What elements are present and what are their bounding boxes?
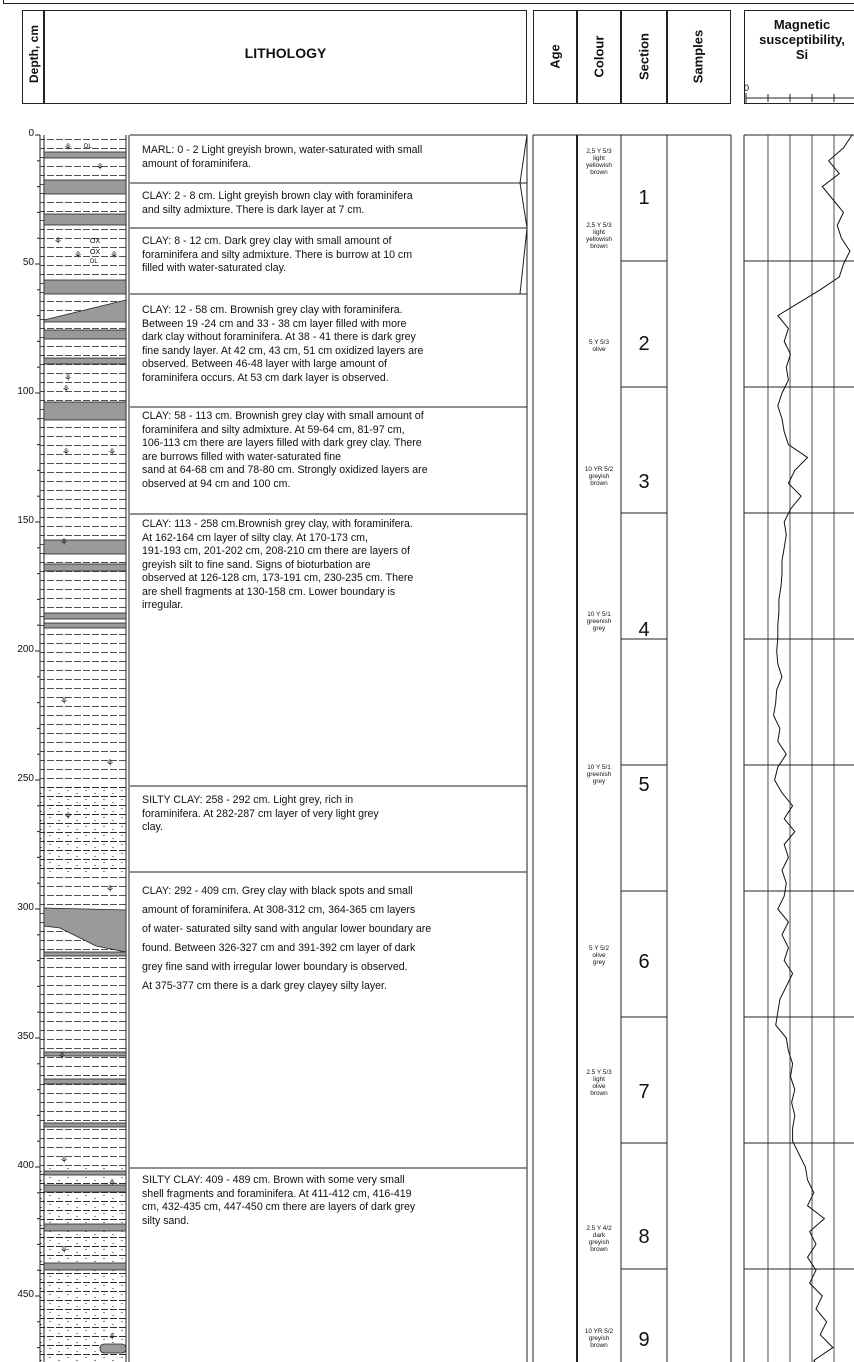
- section-number-8: 8: [622, 1226, 666, 1249]
- svg-text:⚘: ⚘: [60, 696, 68, 706]
- marker-dl-1: DL: [84, 144, 92, 150]
- magnetic-susceptibility-series: [774, 135, 852, 1362]
- description-clay-2-8: CLAY: 2 - 8 cm. Light greyish brown clay…: [142, 190, 413, 217]
- colour-label-10: 10 YR 5/2 greyish brown: [578, 1328, 620, 1349]
- description-clay-292-409: CLAY: 292 - 409 cm. Grey clay with black…: [142, 882, 431, 996]
- colour-label-1: 2,5 Y 5/3 light yellowish brown: [578, 148, 620, 176]
- magnetic-susceptibility-line: [774, 135, 852, 1362]
- age-column: [533, 135, 577, 1362]
- svg-text:⚘: ⚘: [58, 1051, 66, 1061]
- colour-label-9: 2.5 Y 4/2 dark greyish brown: [578, 1225, 620, 1253]
- description-silty-clay-258-292: SILTY CLAY: 258 - 292 cm. Light grey, ri…: [142, 794, 379, 835]
- svg-text:⚘: ⚘: [74, 250, 82, 260]
- marker-ox-2: OX: [90, 249, 100, 256]
- svg-text:⚘: ⚘: [60, 1155, 68, 1165]
- description-clay-8-12: CLAY: 8 - 12 cm. Dark grey clay with sma…: [142, 235, 412, 276]
- colour-label-8: 2.5 Y 5/3 light olive brown: [578, 1069, 620, 1097]
- svg-text:⚘: ⚘: [110, 250, 118, 260]
- magnetic-scale-zero: 0: [744, 83, 749, 93]
- depth-tick-label: 450: [4, 1289, 34, 1300]
- section-number-5: 5: [622, 774, 666, 797]
- svg-text:⚘: ⚘: [108, 1178, 116, 1188]
- depth-tick-label: 250: [4, 773, 34, 784]
- colour-column: [577, 135, 621, 1362]
- depth-tick-label: 150: [4, 515, 34, 526]
- colour-label-2: 2,5 Y 5/3 light yellowish brown: [578, 222, 620, 250]
- depth-tick-label: 400: [4, 1160, 34, 1171]
- marker-dl-2: DL: [90, 259, 98, 265]
- section-number-7: 7: [622, 1081, 666, 1104]
- depth-tick-label: 350: [4, 1031, 34, 1042]
- description-clay-58-113: CLAY: 58 - 113 cm. Brownish grey clay wi…: [142, 410, 428, 491]
- colour-label-4: 10 YR 5/2 greyish brown: [578, 466, 620, 487]
- depth-axis: [35, 135, 40, 1362]
- svg-text:⚘: ⚘: [62, 384, 70, 394]
- svg-text:⚘: ⚘: [106, 884, 114, 894]
- depth-tick-label: 0: [4, 128, 34, 139]
- svg-text:⚘: ⚘: [64, 811, 72, 821]
- description-silty-clay-409-489: SILTY CLAY: 409 - 489 cm. Brown with som…: [142, 1174, 415, 1228]
- samples-column: [667, 135, 731, 1362]
- section-number-4: 4: [622, 619, 666, 642]
- description-marl: MARL: 0 - 2 Light greyish brown, water-s…: [142, 144, 422, 171]
- svg-text:⚘: ⚘: [64, 142, 72, 152]
- magnetic-plot-frame: [744, 135, 854, 1362]
- svg-text:⚘: ⚘: [64, 373, 72, 383]
- depth-tick-label: 50: [4, 257, 34, 268]
- marker-ox-1: OX: [90, 238, 100, 245]
- section-number-3: 3: [622, 471, 666, 494]
- colour-label-7: 5 Y 5/2 olive grey: [578, 945, 620, 966]
- section-number-1: 1: [622, 187, 666, 210]
- section-number-9: 9: [622, 1329, 666, 1352]
- depth-tick-label: 200: [4, 644, 34, 655]
- section-number-6: 6: [622, 951, 666, 974]
- svg-text:⚘: ⚘: [106, 758, 114, 768]
- depth-tick-label: 100: [4, 386, 34, 397]
- svg-text:⚘: ⚘: [60, 1245, 68, 1255]
- colour-label-6: 10 Y 5/1 greenish grey: [578, 764, 620, 785]
- svg-text:⚘: ⚘: [108, 447, 116, 457]
- svg-text:⚘: ⚘: [96, 162, 104, 172]
- description-clay-113-258: CLAY: 113 - 258 cm.Brownish grey clay, w…: [142, 518, 413, 613]
- description-clay-12-58: CLAY: 12 - 58 cm. Brownish grey clay wit…: [142, 304, 423, 385]
- svg-text:⚘: ⚘: [62, 447, 70, 457]
- svg-text:⚘: ⚘: [54, 236, 62, 246]
- svg-text:⚘: ⚘: [60, 537, 68, 547]
- magnetic-scale-axis: 0: [744, 83, 854, 103]
- lithology-column: DL OX OX DL ⚘⚘ ⚘⚘⚘ ⚘⚘ ⚘⚘ ⚘⚘ ⚘⚘ ⚘⚘ ⚘⚘ ⚘⚘: [40, 135, 126, 1362]
- colour-label-3: 5 Y 5/3 olive: [578, 339, 620, 353]
- silty-clay-interval-1: [40, 786, 126, 872]
- colour-label-5: 10 Y 5/1 greenish grey: [578, 611, 620, 632]
- depth-tick-label: 300: [4, 902, 34, 913]
- svg-text:⚘: ⚘: [108, 1332, 116, 1342]
- section-number-2: 2: [622, 333, 666, 356]
